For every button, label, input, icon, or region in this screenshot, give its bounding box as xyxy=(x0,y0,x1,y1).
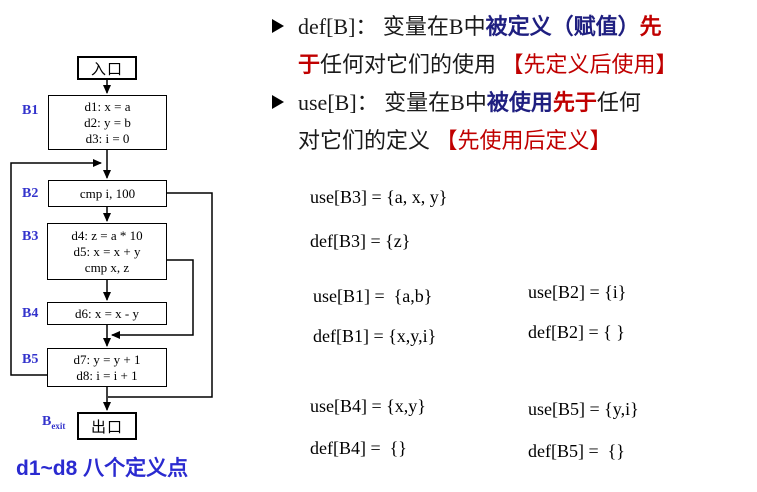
block-label-b3: B3 xyxy=(22,229,39,244)
use-emphasis-red: 先于 xyxy=(552,90,597,115)
statement: d4: z = a * 10 xyxy=(71,227,143,243)
arrowhead-bullet-icon xyxy=(272,19,284,33)
basic-block-b5: d7: y = y + 1 d8: i = i + 1 xyxy=(47,348,167,387)
use-bracket-note: 【先使用后定义】 xyxy=(435,128,612,153)
statement: d8: i = i + 1 xyxy=(76,367,138,383)
use-b2-set: use[B2] = {i} xyxy=(528,282,627,302)
def-term: def[B]： xyxy=(298,14,383,39)
bullet-use: use[B]： 变量在B中被使用先于任何 对它们的定义 【先使用后定义】 xyxy=(272,84,750,160)
basic-block-b2: cmp i, 100 xyxy=(48,180,167,207)
block-label-b1: B1 xyxy=(22,103,39,118)
use-term: use[B]： xyxy=(298,90,385,115)
def-b1-set: def[B1] = {x,y,i} xyxy=(313,326,437,346)
use-b3-set: use[B3] = {a, x, y} xyxy=(310,187,448,207)
def-b4-set: def[B4] = {} xyxy=(310,438,407,458)
use-b4-set: use[B4] = {x,y} xyxy=(310,396,426,416)
statement: d7: y = y + 1 xyxy=(73,351,141,367)
def-emphasis-red: 于 xyxy=(298,52,321,77)
exit-node-label: 出口 xyxy=(90,418,123,436)
bullet-def: def[B]： 变量在B中被定义（赋值）先 于任何对它们的使用 【先定义后使用】 xyxy=(272,8,750,84)
use-emphasis-navy: 被使用 xyxy=(486,90,553,115)
block-label-b4: B4 xyxy=(22,306,39,321)
arrowhead-bullet-icon xyxy=(272,95,284,109)
statement: d5: x = x + y xyxy=(73,243,141,259)
def-b3-set: def[B3] = {z} xyxy=(310,231,411,251)
def-b5-set: def[B5] = {} xyxy=(528,441,625,461)
use-b5-set: use[B5] = {y,i} xyxy=(528,399,639,419)
def-bracket-note: 【先定义后使用】 xyxy=(501,52,678,77)
statement: d3: i = 0 xyxy=(85,130,130,146)
exit-node: 出口 xyxy=(77,412,137,440)
entry-node-label: 入口 xyxy=(90,60,123,78)
basic-block-b1: d1: x = a d2: y = b d3: i = 0 xyxy=(48,95,167,150)
def-emphasis-navy: 被定义（赋值） xyxy=(485,14,640,39)
block-label-b2: B2 xyxy=(22,186,39,201)
statement: d2: y = b xyxy=(84,114,131,130)
statement: d6: x = x - y xyxy=(74,305,140,321)
definition-points-caption: d1~d8 八个定义点 xyxy=(16,457,189,480)
block-label-bexit: Bexit xyxy=(42,414,66,431)
def-emphasis-red: 先 xyxy=(639,14,662,39)
block-label-b5: B5 xyxy=(22,352,39,367)
entry-node: 入口 xyxy=(77,56,137,80)
statement: d1: x = a xyxy=(84,98,131,114)
statement: cmp x, z xyxy=(84,259,130,275)
statement: cmp i, 100 xyxy=(79,185,136,201)
def-b2-set: def[B2] = { } xyxy=(528,322,625,342)
use-b1-set: use[B1] = {a,b} xyxy=(313,286,433,306)
basic-block-b3: d4: z = a * 10 d5: x = x + y cmp x, z xyxy=(47,223,167,280)
basic-block-b4: d6: x = x - y xyxy=(47,302,167,325)
